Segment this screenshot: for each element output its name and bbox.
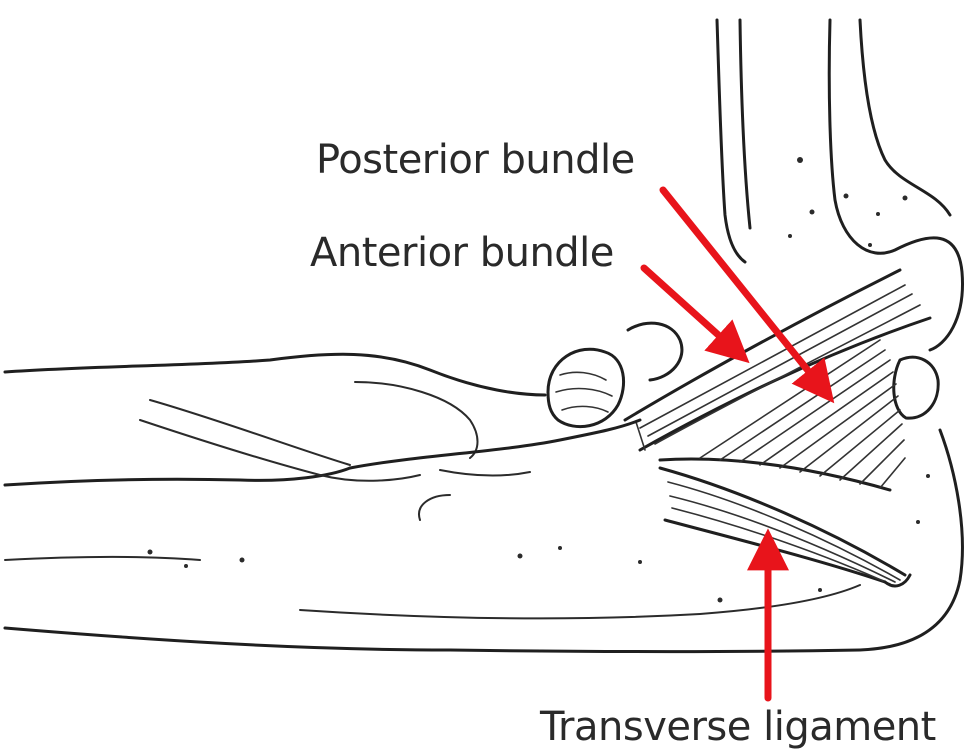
anterior-bundle-label: Anterior bundle bbox=[310, 230, 614, 276]
labels: Posterior bundle Anterior bundle Transve… bbox=[310, 137, 936, 750]
transverse-ligament-label: Transverse ligament bbox=[539, 704, 936, 750]
posterior-bundle-arrow bbox=[663, 190, 822, 388]
anterior-bundle-arrow bbox=[644, 268, 735, 350]
pointer-arrows bbox=[644, 190, 822, 698]
elbow-illustration bbox=[5, 20, 962, 652]
muscle-belly bbox=[548, 323, 682, 426]
medial-epicondyle bbox=[894, 357, 938, 418]
posterior-bundle-label: Posterior bundle bbox=[316, 137, 635, 183]
posterior-bundle-ligament bbox=[660, 340, 905, 490]
forearm-outline bbox=[5, 420, 962, 652]
upper-forearm-outline bbox=[5, 354, 545, 485]
